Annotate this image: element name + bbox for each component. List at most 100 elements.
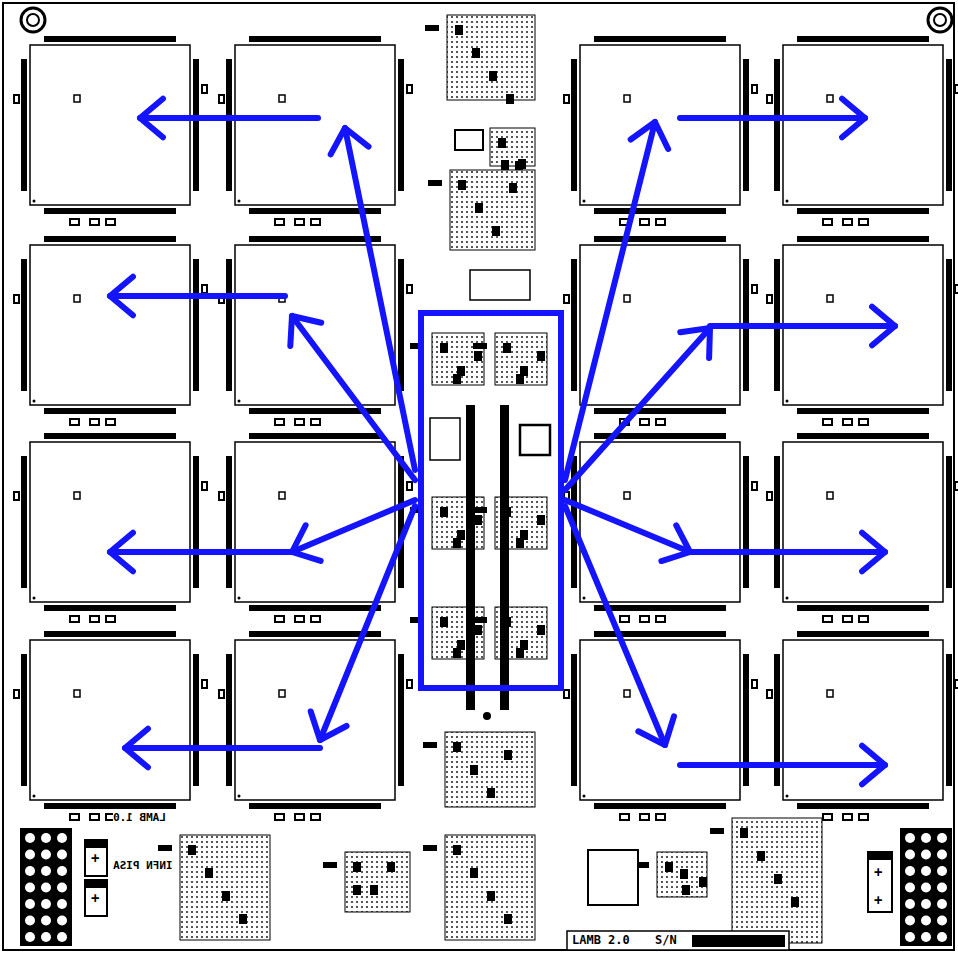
chip-pins: [249, 433, 381, 439]
chip-body: [783, 442, 943, 602]
header-pin: [57, 916, 67, 926]
arrow-head: [842, 99, 865, 138]
chip-mark: [624, 295, 630, 302]
passive: [70, 219, 79, 225]
ic-body: [447, 15, 535, 100]
chip-pins: [946, 59, 952, 191]
pad: [470, 765, 478, 775]
passive: [843, 814, 852, 820]
arrow-head: [638, 716, 674, 745]
chip-mark: [279, 95, 285, 102]
pad: [458, 180, 466, 190]
ic-body: [345, 852, 410, 912]
ic-body: [495, 333, 547, 385]
header-pin: [41, 866, 51, 876]
pad: [470, 868, 478, 878]
chip-pins: [193, 59, 199, 191]
pad: [440, 617, 448, 627]
asic-chip: [219, 36, 412, 225]
header-pin: [921, 866, 931, 876]
chip-mark: [279, 690, 285, 697]
header-pin: [57, 883, 67, 893]
passive: [275, 616, 284, 622]
ic-body: [432, 333, 484, 385]
asic-chip: [564, 36, 757, 225]
arrow-head: [631, 122, 668, 149]
passive: [202, 680, 207, 688]
header-pin: [905, 883, 915, 893]
passive: [843, 419, 852, 425]
slot-bar: [500, 405, 509, 710]
passive: [295, 616, 304, 622]
passive: [14, 690, 19, 698]
arrow-shaft: [565, 122, 655, 480]
arrow-shaft: [320, 506, 415, 740]
pad: [370, 885, 378, 895]
arrow-head: [680, 328, 710, 358]
chip-pins: [774, 456, 780, 588]
pad: [504, 750, 512, 760]
header-pin: [921, 932, 931, 942]
chip-pins: [743, 59, 749, 191]
pin1-dot: [238, 200, 241, 203]
chip-body: [30, 245, 190, 405]
passive: [90, 814, 99, 820]
passive: [564, 95, 569, 103]
pin1-dot: [238, 400, 241, 403]
header-pin: [905, 916, 915, 926]
pin1-dot: [238, 597, 241, 600]
passive: [219, 690, 224, 698]
passive: [656, 219, 665, 225]
chip-body: [580, 640, 740, 800]
polarity-mark: +: [91, 851, 99, 865]
header-pin: [41, 833, 51, 843]
mounting-hole: [928, 8, 952, 32]
pad: [158, 845, 172, 851]
passive: [955, 482, 958, 490]
ic-body: [180, 835, 270, 940]
header-pin: [905, 866, 915, 876]
passive: [219, 492, 224, 500]
pad: [453, 538, 461, 548]
passive: [219, 95, 224, 103]
pin1-dot: [786, 400, 789, 403]
passive: [564, 295, 569, 303]
pad: [453, 374, 461, 384]
passive: [407, 285, 412, 293]
chip-pins: [774, 59, 780, 191]
arrow-shaft: [565, 506, 665, 745]
chip-pins: [398, 456, 404, 588]
header-pin: [25, 932, 35, 942]
ic-package: [473, 607, 547, 659]
arrow-head: [872, 307, 895, 346]
chip-pins: [44, 408, 176, 414]
asic-chip: [219, 236, 412, 425]
passive: [564, 690, 569, 698]
arrow-head: [110, 277, 133, 316]
passive: [106, 419, 115, 425]
passive: [295, 219, 304, 225]
polarity-mark: +: [874, 865, 882, 879]
passive: [640, 616, 649, 622]
pad: [487, 788, 495, 798]
ic-body: [445, 835, 535, 940]
header-pin: [57, 833, 67, 843]
pad: [501, 160, 509, 170]
ic-package: [710, 818, 822, 943]
mounting-hole: [934, 14, 946, 26]
passive: [90, 219, 99, 225]
passive: [843, 616, 852, 622]
ic-package: [423, 835, 535, 940]
passive: [955, 285, 958, 293]
arrow-shaft: [110, 549, 290, 555]
chip-body: [30, 45, 190, 205]
pad: [498, 138, 506, 148]
arrow-head: [292, 525, 321, 561]
chip-pins: [743, 456, 749, 588]
pad: [474, 351, 482, 361]
arrow-shaft: [680, 762, 885, 768]
passive: [640, 814, 649, 820]
pin1-dot: [33, 795, 36, 798]
pad: [428, 180, 442, 186]
